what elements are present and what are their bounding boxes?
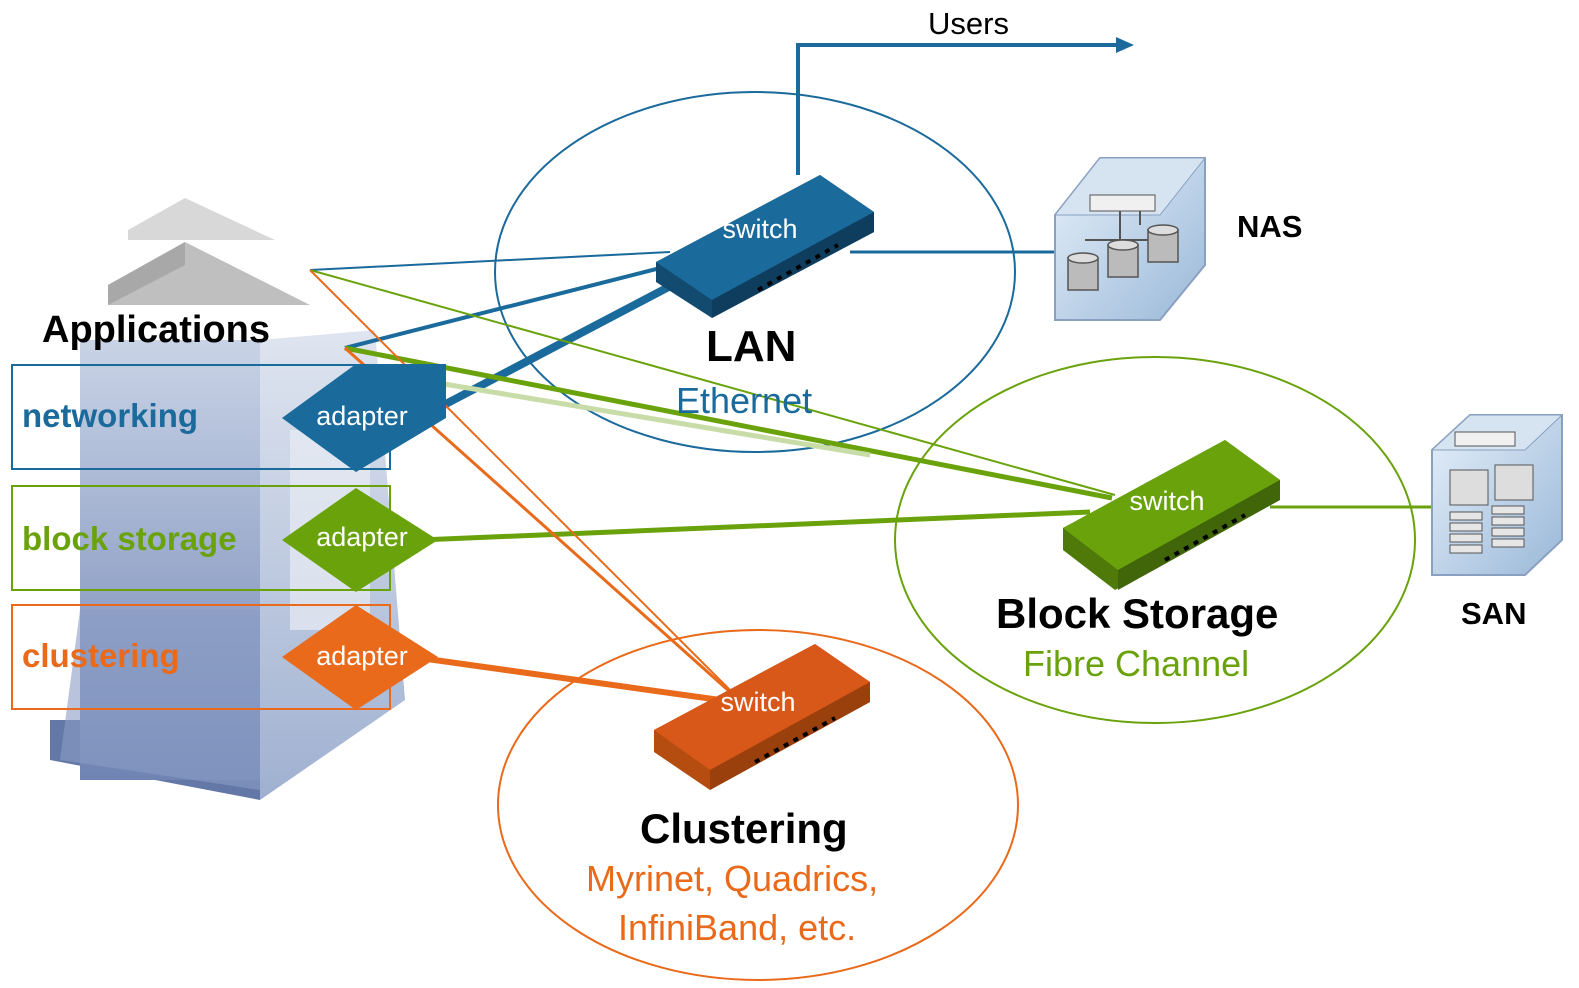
block-storage-adapter-label: adapter bbox=[316, 522, 408, 552]
clustering-label: clustering bbox=[22, 637, 180, 674]
clustering-subtitle-line2: InfiniBand, etc. bbox=[618, 907, 857, 948]
lan-switch-label: switch bbox=[722, 214, 798, 244]
cluster-switch-label: switch bbox=[720, 687, 796, 717]
clustering-adapter-shape bbox=[282, 605, 438, 710]
networking-adapter-shape bbox=[282, 364, 446, 472]
san-label: SAN bbox=[1461, 596, 1527, 631]
block-storage-subtitle: Fibre Channel bbox=[1023, 643, 1250, 684]
nas-label: NAS bbox=[1237, 209, 1303, 244]
users-label: Users bbox=[928, 6, 1009, 41]
cluster-switch bbox=[654, 644, 870, 790]
block-storage-title: Block Storage bbox=[996, 590, 1279, 637]
clustering-ellipse bbox=[497, 629, 1019, 981]
san-storage-icon bbox=[1430, 414, 1564, 576]
lan-subtitle: Ethernet bbox=[676, 380, 813, 421]
clustering-adapter-label: adapter bbox=[316, 641, 408, 671]
clustering-subtitle-line1: Myrinet, Quadrics, bbox=[586, 858, 879, 899]
block-storage-ellipse bbox=[894, 356, 1416, 724]
lan-title: LAN bbox=[706, 322, 797, 371]
nas-storage-icon bbox=[1053, 157, 1207, 321]
users-arrow bbox=[796, 37, 1134, 175]
block-storage-switch bbox=[1063, 440, 1280, 590]
lan-switch bbox=[656, 175, 874, 318]
lan-ellipse bbox=[494, 91, 1016, 453]
networking-adapter-label: adapter bbox=[316, 401, 408, 431]
applications-title: Applications bbox=[42, 309, 271, 351]
block-storage-label: block storage bbox=[22, 520, 237, 557]
block-storage-switch-label: switch bbox=[1129, 486, 1205, 516]
clustering-title: Clustering bbox=[640, 805, 848, 852]
networking-label: networking bbox=[22, 397, 199, 434]
block-storage-adapter-shape bbox=[282, 488, 438, 592]
